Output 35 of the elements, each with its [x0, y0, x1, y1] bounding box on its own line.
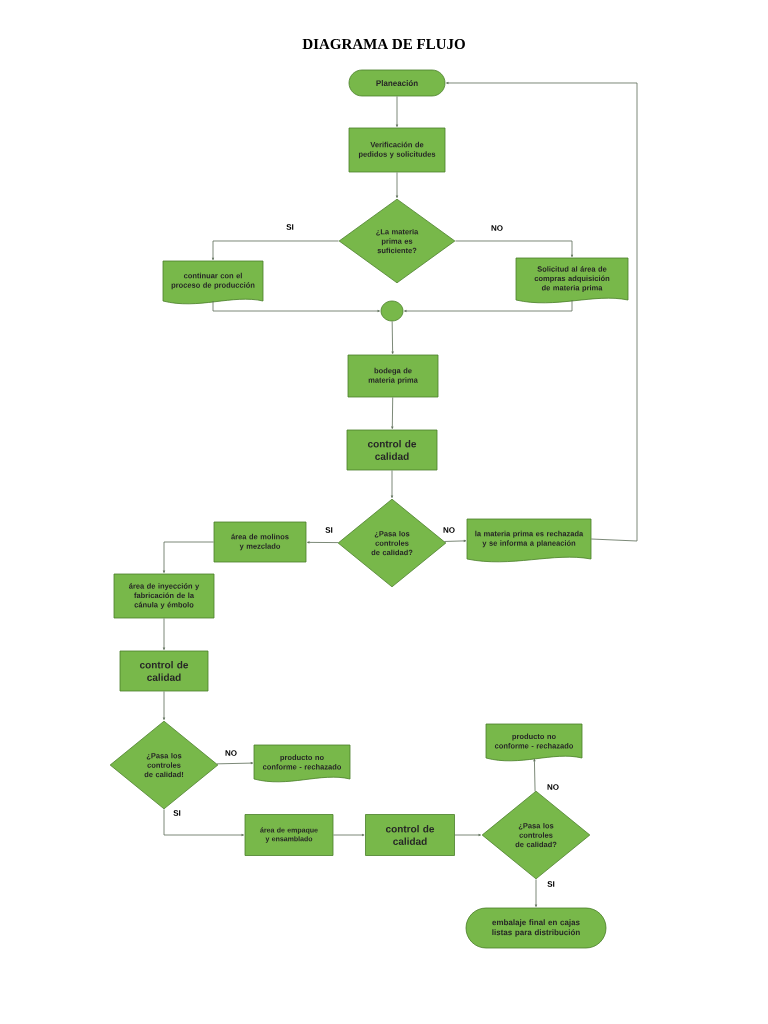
- connector-circle: [380, 300, 404, 322]
- arrow: [212, 300, 380, 313]
- arrow: [446, 81, 638, 542]
- arrow: [162, 691, 166, 720]
- arrow: [391, 321, 394, 354]
- edge-label: SI: [324, 526, 334, 534]
- title: DIAGRAMA DE FLUJO: [302, 38, 465, 50]
- arrow: [395, 172, 399, 198]
- arrow: [404, 299, 573, 313]
- arrow: [455, 240, 574, 258]
- terminal-box: Planeación: [348, 69, 446, 97]
- arrow: [395, 96, 399, 127]
- edge-label: SI: [546, 880, 556, 888]
- arrow: [533, 758, 536, 792]
- arrow: [216, 762, 254, 765]
- arrow: [444, 539, 467, 542]
- arrow: [211, 240, 339, 261]
- process-box: control de calidad: [119, 650, 209, 692]
- edge-label: NO: [224, 749, 238, 757]
- arrow: [391, 397, 394, 429]
- process-box: control de calidad: [365, 814, 455, 856]
- process-box: control de calidad: [346, 429, 438, 471]
- terminal-box: embalaje final en cajas listas para distribución: [465, 907, 607, 949]
- edge-label: SI: [285, 223, 295, 231]
- arrow: [333, 833, 365, 837]
- arrow: [390, 470, 394, 498]
- arrow: [163, 809, 244, 837]
- arrow: [307, 541, 339, 544]
- arrow: [534, 879, 538, 907]
- arrow: [454, 833, 481, 837]
- arrow: [162, 541, 214, 573]
- edge-label: NO: [546, 783, 560, 791]
- edge-label: NO: [490, 224, 504, 232]
- edge-label: SI: [172, 809, 182, 817]
- arrow: [162, 618, 166, 650]
